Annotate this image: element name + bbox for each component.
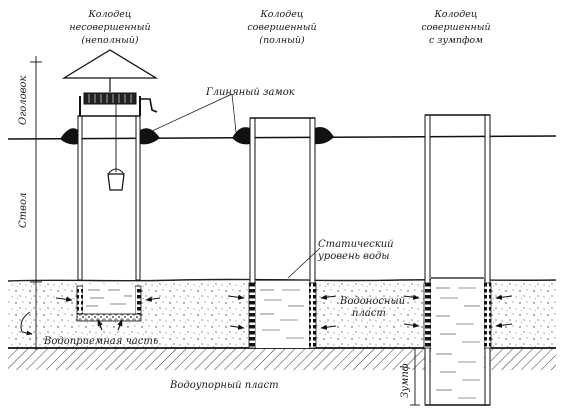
clay-lock-label: Глиняный замок	[205, 87, 295, 98]
well1-title-line3: (неполный)	[81, 35, 139, 46]
well3-water	[431, 278, 484, 405]
well2-title-line1: Колодец	[259, 9, 303, 20]
clay-lock-left	[60, 128, 78, 145]
leader-lines	[149, 93, 321, 279]
well3-title-line2: совершенный	[421, 22, 490, 33]
well-titles: Колодец несовершенный (неполный) Колодец…	[69, 9, 490, 46]
shaft-label: Ствол	[18, 193, 29, 228]
well2-title-line3: (полный)	[259, 35, 305, 46]
water-hatching	[436, 287, 480, 399]
well-with-sump	[423, 114, 492, 406]
aquiclude-label: Водоупорный пласт	[169, 380, 279, 391]
intake-left-wall	[248, 282, 257, 349]
aquiclude-layer	[8, 348, 556, 370]
well-perfect	[232, 117, 334, 349]
intake-right-wall	[134, 285, 142, 315]
water-hatching	[260, 289, 304, 339]
water-hatching	[86, 289, 132, 307]
clay-lock-left	[232, 127, 250, 145]
intake-bracket	[20, 311, 33, 336]
aquifer-label-line2: пласт	[352, 308, 386, 319]
well3-title-line1: Колодец	[433, 9, 477, 20]
static-level-label-line1: Статический	[318, 239, 394, 250]
well1-title-line1: Колодец	[87, 9, 131, 20]
bucket-icon	[107, 173, 125, 191]
intake-right-wall	[308, 282, 317, 349]
inflow-arrows	[55, 294, 513, 331]
shaft-left-wall	[424, 114, 431, 406]
sump-dimension	[410, 347, 420, 406]
well2-title-line2: совершенный	[247, 22, 316, 33]
aquifer-label-line1: Водоносный	[339, 296, 405, 307]
well-roof	[61, 49, 159, 79]
shaft-right-wall	[484, 114, 491, 406]
shaft-right-wall	[135, 115, 141, 281]
crank-handle	[140, 98, 158, 113]
shaft-left-wall	[77, 115, 83, 281]
gravel-filter	[76, 313, 142, 322]
windlass-drum	[83, 92, 137, 105]
intake-right-wall	[483, 282, 492, 349]
sump-label: Зумпф	[400, 363, 411, 398]
well1-title-line2: несовершенный	[69, 22, 150, 33]
clay-lock-right	[140, 128, 160, 145]
intake-label: Водоприемная часть	[43, 336, 158, 347]
intake-left-wall	[76, 285, 84, 315]
head-part-label: Оголовок	[18, 75, 29, 125]
intake-left-wall	[423, 282, 432, 349]
static-level-label-line2: уровень воды	[317, 251, 390, 262]
well-imperfect	[60, 49, 160, 322]
well1-water	[83, 284, 135, 314]
left-dimension	[30, 56, 42, 350]
well3-title-line3: с зумпфом	[429, 35, 483, 46]
ground-line	[7, 135, 557, 140]
clay-lock-right	[315, 127, 334, 145]
